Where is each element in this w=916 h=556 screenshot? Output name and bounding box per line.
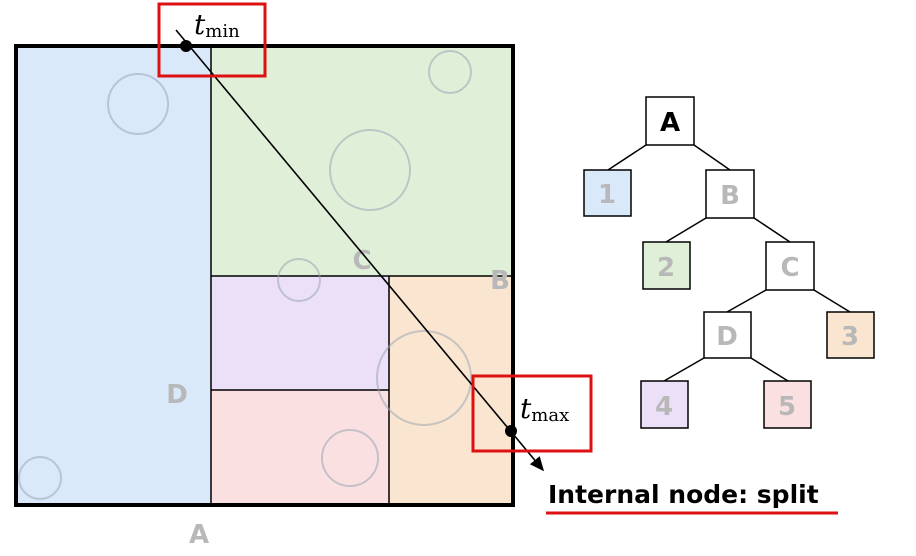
- primitive-circle: [18, 456, 62, 500]
- caption: Internal node: split: [548, 480, 819, 509]
- tree-edge: [726, 289, 767, 313]
- region-5: [211, 390, 389, 505]
- t-min-label: tmin: [194, 8, 240, 42]
- tree-leaf-1-label: 1: [598, 180, 616, 210]
- t-max-symbol: t: [520, 392, 532, 425]
- primitives: [18, 50, 472, 500]
- spatial-partition: [14, 44, 515, 507]
- bvh-tree: A B C D 1 2 3 4 5: [583, 96, 875, 429]
- primitive-circle: [277, 258, 321, 302]
- tree-edge: [665, 217, 707, 243]
- t-max-point: [505, 425, 517, 437]
- tree-edge: [813, 289, 851, 313]
- tree-leaf-5: [763, 380, 812, 429]
- t-min-symbol: t: [194, 8, 206, 41]
- split-label-a: A: [189, 520, 209, 550]
- tree-edge: [693, 144, 731, 171]
- tree-leaf-3: [826, 311, 875, 359]
- t-max-label: tmax: [520, 392, 569, 426]
- split-label-b: B: [490, 266, 510, 296]
- tree-node-b: [705, 169, 755, 219]
- tree-node-c-label: C: [780, 253, 799, 283]
- ray: [175, 29, 545, 472]
- tree-node-a-label: A: [660, 108, 680, 138]
- tree-edge: [663, 357, 705, 382]
- t-max-highlight-box: [471, 374, 593, 453]
- tree-node-b-label: B: [720, 181, 740, 211]
- tree-leaf-1: [583, 169, 632, 217]
- tree-leaf-4: [640, 380, 689, 429]
- region-2: [211, 46, 513, 276]
- tree-node-d-label: D: [716, 322, 738, 352]
- tree-leaf-2: [642, 241, 691, 290]
- region-4: [211, 276, 389, 390]
- region-1: [16, 46, 211, 505]
- tree-edge: [753, 217, 791, 243]
- t-min-point: [180, 40, 192, 52]
- tree-edge: [607, 144, 647, 171]
- tree-node-c: [765, 241, 815, 291]
- split-label-d: D: [166, 380, 188, 410]
- t-max-subscript: max: [531, 405, 569, 426]
- primitive-circle: [428, 50, 472, 94]
- tree-leaf-2-label: 2: [657, 253, 675, 283]
- tree-leaf-4-label: 4: [655, 392, 673, 422]
- region-3: [389, 276, 513, 505]
- tree-leaf-3-label: 3: [841, 322, 859, 352]
- tree-node-d: [703, 311, 752, 359]
- tree-leaf-5-label: 5: [778, 392, 796, 422]
- primitive-circle: [107, 73, 169, 135]
- split-label-c: C: [352, 246, 371, 276]
- t-min-highlight-box: [157, 2, 267, 78]
- tree-edge: [750, 357, 789, 382]
- primitive-circle: [329, 129, 411, 211]
- tree-node-a: [645, 96, 695, 146]
- primitive-circle: [321, 429, 379, 487]
- t-min-subscript: min: [205, 21, 240, 42]
- primitive-circle: [376, 330, 472, 426]
- split-labels: A B C D: [166, 246, 510, 550]
